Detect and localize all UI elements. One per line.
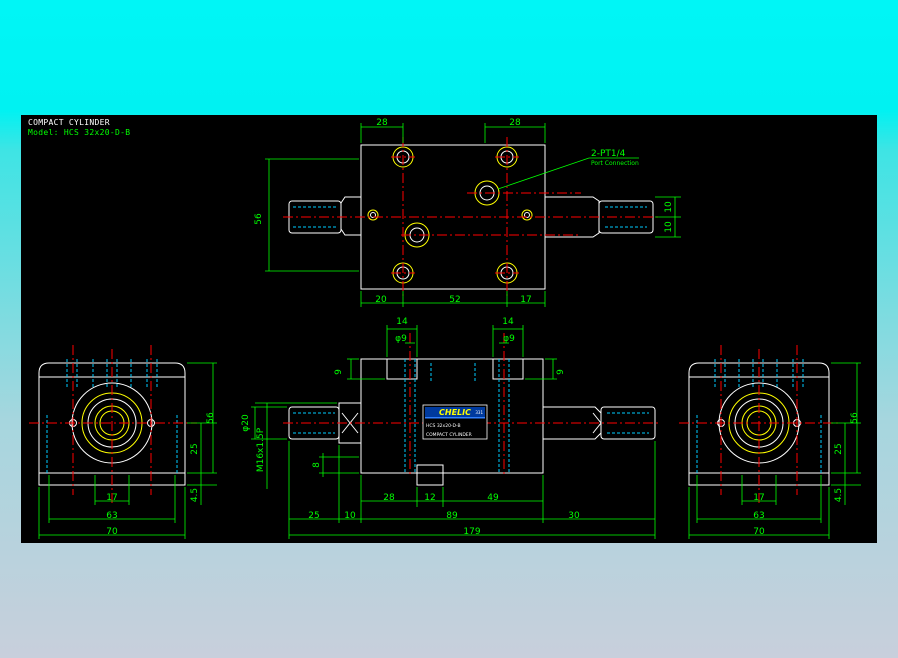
dim-text: 89 xyxy=(446,511,458,521)
dim-text: 52 xyxy=(449,295,460,305)
dim-text: 10 xyxy=(664,221,674,233)
label-line2: COMPACT CYLINDER xyxy=(426,432,472,438)
dim-text: 25 xyxy=(308,511,319,521)
label-corner: 331 xyxy=(475,410,483,415)
dim-text: 25 xyxy=(190,443,200,454)
top-view-dimensions xyxy=(265,123,681,307)
front-view-dimensions xyxy=(251,325,656,539)
dim-text: 70 xyxy=(753,527,765,537)
dim-text: 4.5 xyxy=(834,488,844,502)
drawing-model: Model: HCS 32x20-D-B xyxy=(28,128,131,137)
side-right-body xyxy=(688,362,830,486)
label-line1: HCS 32x20-D-B xyxy=(426,423,461,429)
front-view-rod-right xyxy=(600,406,656,440)
dim-text: 14 xyxy=(396,317,408,327)
dim-text: 63 xyxy=(753,511,764,521)
drawing-canvas: 28 28 56 20 52 17 10 10 2-PT1/4 Port Con… xyxy=(29,118,861,539)
dim-text: 30 xyxy=(568,511,580,521)
dim-text: 28 xyxy=(509,118,521,128)
dim-text: 10 xyxy=(344,511,356,521)
dim-text: 20 xyxy=(375,295,387,305)
port-note: 2-PT1/4 xyxy=(591,149,626,159)
dim-text: 28 xyxy=(383,493,395,503)
side-left-body xyxy=(38,362,186,486)
dim-text: M16x1.5P xyxy=(256,427,266,472)
dim-text: φ9 xyxy=(395,334,407,344)
dim-text: 9 xyxy=(334,369,344,375)
dim-text: 17 xyxy=(753,493,764,503)
dim-text: 12 xyxy=(424,493,435,503)
dim-text: 63 xyxy=(106,511,117,521)
drawing-title: COMPACT CYLINDER xyxy=(28,118,110,127)
dim-text: 56 xyxy=(206,412,216,424)
label-plate: CHELIC 331 HCS 32x20-D-B COMPACT CYLINDE… xyxy=(422,404,488,440)
dim-text: 179 xyxy=(463,527,480,537)
side-view-right: 56 25 4.5 17 63 70 xyxy=(679,345,861,539)
top-view-holes xyxy=(392,146,518,284)
dim-text: 4.5 xyxy=(190,488,200,502)
dim-text: 56 xyxy=(850,412,860,424)
dim-text: φ9 xyxy=(503,334,515,344)
dim-text: 14 xyxy=(502,317,514,327)
dim-text: 8 xyxy=(312,462,322,468)
dim-text: 25 xyxy=(834,443,844,454)
dim-text: φ20 xyxy=(241,414,251,432)
port-note-sub: Port Connection xyxy=(591,160,639,167)
top-view-shaft-left xyxy=(340,196,361,236)
dim-text: 49 xyxy=(487,493,499,503)
front-view: CHELIC 331 HCS 32x20-D-B COMPACT CYLINDE… xyxy=(241,317,661,539)
dim-text: 56 xyxy=(254,213,264,225)
dim-text: 70 xyxy=(106,527,118,537)
side-right-dimensions xyxy=(688,362,861,539)
label-brand: CHELIC xyxy=(439,408,471,417)
top-view: 28 28 56 20 52 17 10 10 2-PT1/4 Port Con… xyxy=(254,118,681,307)
side-left-dimensions xyxy=(38,362,217,539)
side-view-left: 56 25 4.5 17 63 70 xyxy=(29,345,217,539)
dim-text: 28 xyxy=(376,118,388,128)
dim-text: 17 xyxy=(520,295,531,305)
dim-text: 17 xyxy=(106,493,117,503)
cad-viewport[interactable]: COMPACT CYLINDER Model: HCS 32x20-D-B xyxy=(21,115,877,543)
dim-text: 9 xyxy=(556,369,566,375)
dim-text: 10 xyxy=(664,201,674,213)
